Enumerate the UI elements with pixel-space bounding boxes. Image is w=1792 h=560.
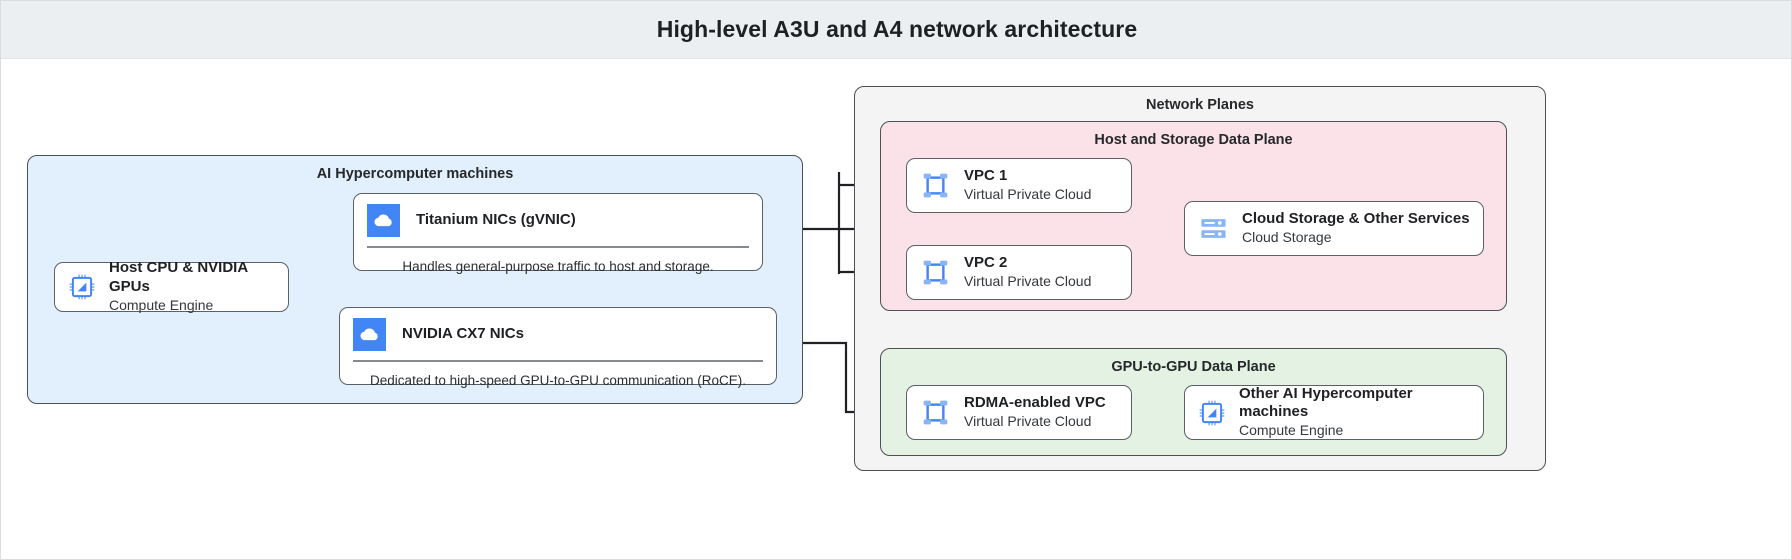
card-divider <box>353 360 763 362</box>
node-title: Cloud Storage & Other Services <box>1242 210 1470 228</box>
card-divider <box>367 246 749 248</box>
node-vpc-2-text: VPC 2 Virtual Private Cloud <box>964 254 1091 291</box>
node-nvidia-cx7-nics-header: NVIDIA CX7 NICs <box>340 308 776 360</box>
node-vpc-2[interactable]: VPC 2 Virtual Private Cloud <box>906 245 1132 300</box>
node-titanium-nics[interactable]: Titanium NICs (gVNIC) Handles general-pu… <box>353 193 763 274</box>
node-title: Other AI Hypercomputer machines <box>1239 384 1413 421</box>
node-title: NVIDIA CX7 NICs <box>402 324 524 342</box>
node-subtitle: Virtual Private Cloud <box>964 413 1092 430</box>
node-subtitle: Compute Engine <box>109 296 214 313</box>
node-vpc-1[interactable]: VPC 1 Virtual Private Cloud <box>906 158 1132 213</box>
diagram-header: High-level A3U and A4 network architectu… <box>1 1 1791 59</box>
vpc-icon <box>921 398 950 427</box>
node-title: Host CPU & NVIDIA GPUs <box>109 259 248 295</box>
diagram-canvas: AI Hypercomputer machines <box>1 59 1791 559</box>
node-description: Dedicated to high-speed GPU-to-GPU commu… <box>370 372 746 388</box>
node-host-cpu-gpus-text: Host CPU & NVIDIA GPUs Compute Engine <box>109 259 288 314</box>
storage-rack-icon <box>1199 214 1228 243</box>
node-subtitle: Compute Engine <box>1239 422 1344 439</box>
page-title: High-level A3U and A4 network architectu… <box>656 16 1138 42</box>
cloud-icon <box>367 203 400 237</box>
node-cloud-storage[interactable]: Cloud Storage & Other Services Cloud Sto… <box>1184 201 1484 256</box>
node-title: Titanium NICs (gVNIC) <box>416 210 576 228</box>
node-cloud-storage-text: Cloud Storage & Other Services Cloud Sto… <box>1242 210 1470 247</box>
group-label-host-storage-plane: Host and Storage Data Plane <box>1094 132 1293 148</box>
group-label-machines: AI Hypercomputer machines <box>316 166 514 182</box>
vpc-icon <box>921 171 950 200</box>
group-label-network-planes: Network Planes <box>1146 97 1254 113</box>
node-title: RDMA-enabled VPC <box>964 394 1106 412</box>
node-title: VPC 1 <box>964 167 1008 185</box>
cloud-icon <box>353 317 386 351</box>
node-rdma-enabled-vpc[interactable]: RDMA-enabled VPC Virtual Private Cloud <box>906 385 1132 440</box>
node-subtitle: Cloud Storage <box>1242 229 1332 246</box>
node-subtitle: Virtual Private Cloud <box>964 273 1092 290</box>
node-other-machines-text: Other AI Hypercomputer machines Compute … <box>1239 385 1483 440</box>
vpc-icon <box>921 258 950 287</box>
node-description: Handles general-purpose traffic to host … <box>402 258 714 274</box>
cpu-chip-icon <box>1199 400 1225 426</box>
node-vpc-1-text: VPC 1 Virtual Private Cloud <box>964 167 1091 204</box>
cpu-chip-icon <box>69 274 95 300</box>
group-label-gpu-plane: GPU-to-GPU Data Plane <box>1111 359 1276 375</box>
node-host-cpu-gpus[interactable]: Host CPU & NVIDIA GPUs Compute Engine <box>54 259 289 314</box>
node-other-ai-hypercomputer-machines[interactable]: Other AI Hypercomputer machines Compute … <box>1184 385 1484 440</box>
node-rdma-enabled-vpc-text: RDMA-enabled VPC Virtual Private Cloud <box>964 394 1106 431</box>
node-titanium-nics-header: Titanium NICs (gVNIC) <box>354 194 762 246</box>
node-subtitle: Virtual Private Cloud <box>964 186 1092 203</box>
node-title: VPC 2 <box>964 254 1008 272</box>
node-nvidia-cx7-nics[interactable]: NVIDIA CX7 NICs Dedicated to high-speed … <box>339 307 777 388</box>
